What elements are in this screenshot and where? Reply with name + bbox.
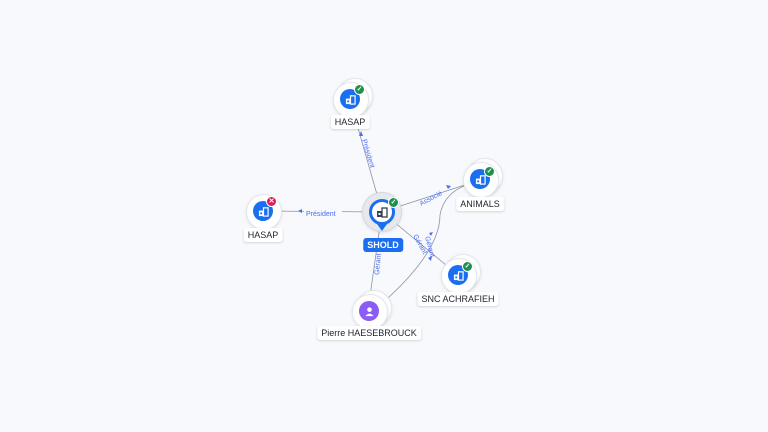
node-pierre-label: Pierre HAESEBROUCK	[317, 326, 421, 340]
node-shold-pointer	[377, 224, 387, 231]
edge-label-pierre-shold: Gérant	[374, 253, 383, 275]
node-hasap-top-marker[interactable]	[340, 89, 360, 109]
check-icon: ✓	[388, 197, 399, 208]
edge-label-shold-animals: Associé	[419, 190, 444, 208]
node-animals-label: ANIMALS	[456, 197, 504, 211]
company-icon	[258, 206, 269, 217]
edge-pierre-snc	[371, 181, 479, 313]
node-pierre-marker[interactable]	[359, 301, 379, 321]
company-icon	[345, 94, 356, 105]
company-icon	[377, 207, 388, 218]
arrow-snc-1	[429, 232, 433, 236]
company-icon	[475, 174, 486, 185]
check-icon: ✓	[462, 261, 473, 272]
edge-label-bg-hasap-left	[304, 208, 342, 217]
arrow-hasap-top	[359, 131, 363, 136]
company-icon	[453, 270, 464, 281]
node-shold-label: SHOLD	[363, 238, 403, 252]
edge-label-shold-hasap-top: Président	[360, 139, 375, 169]
node-snc-label: SNC ACHRAFIEH	[417, 292, 499, 306]
node-hasap-top-label: HASAP	[330, 115, 370, 129]
arrow-hasap-left	[298, 209, 302, 213]
check-icon: ✓	[484, 166, 495, 177]
arrow-animals	[446, 185, 451, 189]
check-icon: ✓	[354, 84, 365, 95]
arrow-snc-2	[428, 256, 432, 261]
edge-label-shold-hasap-left: Président	[306, 211, 336, 218]
person-icon	[364, 306, 374, 316]
cross-icon: ✕	[266, 196, 277, 207]
node-hasap-left-label: HASAP	[243, 228, 283, 242]
